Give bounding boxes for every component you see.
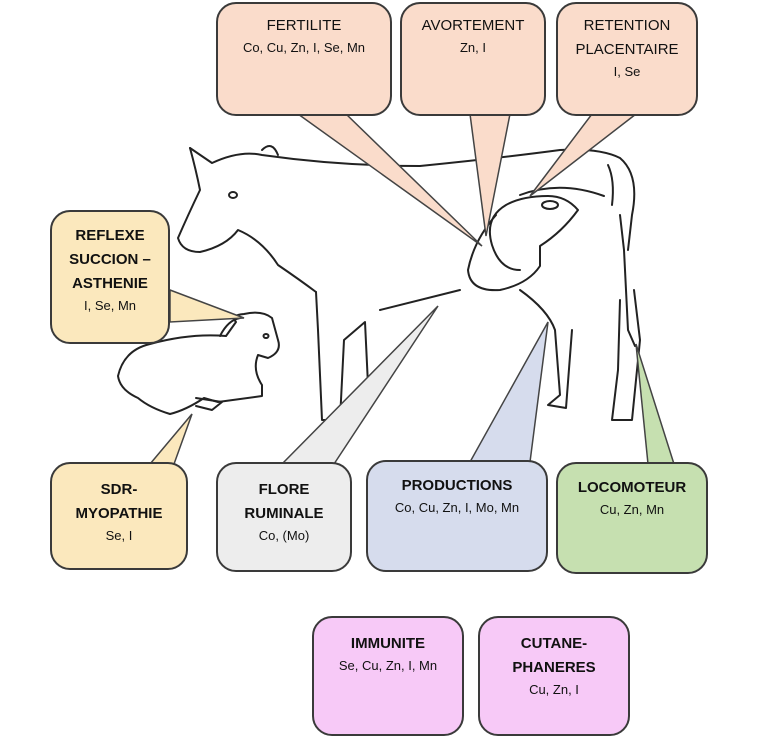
locomoteur-elements: Cu, Zn, Mn: [599, 502, 665, 517]
reflexe-pointer: [169, 288, 245, 323]
productions-elements: Co, Cu, Zn, I, Mo, Mn: [394, 500, 520, 515]
fertilite-pointer: [295, 113, 483, 247]
reflexe-title: REFLEXE SUCCION – ASTHENIE: [69, 227, 151, 292]
immunite-title: IMMUNITE: [350, 635, 426, 652]
productions-title: PRODUCTIONS: [401, 477, 513, 494]
flore-elements: Co, (Mo): [258, 528, 310, 543]
retention-pointer: [529, 113, 639, 197]
reflexe-box: REFLEXE SUCCION – ASTHENIE I, Se, Mn: [50, 210, 170, 344]
productions-pointer: [468, 321, 549, 463]
flore-pointer: [280, 305, 439, 465]
fertilite-title: FERTILITE: [266, 17, 342, 34]
avortement-elements: Zn, I: [459, 40, 486, 55]
productions-box: PRODUCTIONS Co, Cu, Zn, I, Mo, Mn: [366, 460, 548, 572]
cow-drawing: [177, 145, 641, 421]
cutane-title: CUTANE- PHANERES: [512, 635, 596, 676]
flore-box: FLORE RUMINALE Co, (Mo): [216, 462, 352, 572]
sdr-pointer: [148, 413, 193, 465]
avortement-pointer: [469, 113, 511, 237]
fertilite-box: FERTILITE Co, Cu, Zn, I, Se, Mn: [216, 2, 392, 116]
cutane-box: CUTANE- PHANERES Cu, Zn, I: [478, 616, 630, 736]
retention-title: RETENTION PLACENTAIRE: [575, 17, 679, 58]
sdr-elements: Se, I: [105, 528, 133, 543]
sdr-title: SDR- MYOPATHIE: [75, 481, 163, 522]
avortement-box: AVORTEMENT Zn, I: [400, 2, 546, 116]
flore-title: FLORE RUMINALE: [244, 481, 324, 522]
reflexe-elements: I, Se, Mn: [83, 298, 137, 313]
locomoteur-pointer: [635, 343, 676, 465]
fertilite-elements: Co, Cu, Zn, I, Se, Mn: [242, 40, 366, 55]
immunite-elements: Se, Cu, Zn, I, Mn: [338, 658, 438, 673]
immunite-box: IMMUNITE Se, Cu, Zn, I, Mn: [312, 616, 464, 736]
cutane-elements: Cu, Zn, I: [529, 682, 579, 697]
retention-elements: I, Se: [613, 64, 641, 79]
avortement-title: AVORTEMENT: [421, 17, 525, 34]
sdr-box: SDR- MYOPATHIE Se, I: [50, 462, 188, 570]
locomoteur-title: LOCOMOTEUR: [577, 479, 687, 496]
locomoteur-box: LOCOMOTEUR Cu, Zn, Mn: [556, 462, 708, 574]
retention-box: RETENTION PLACENTAIRE I, Se: [556, 2, 698, 116]
